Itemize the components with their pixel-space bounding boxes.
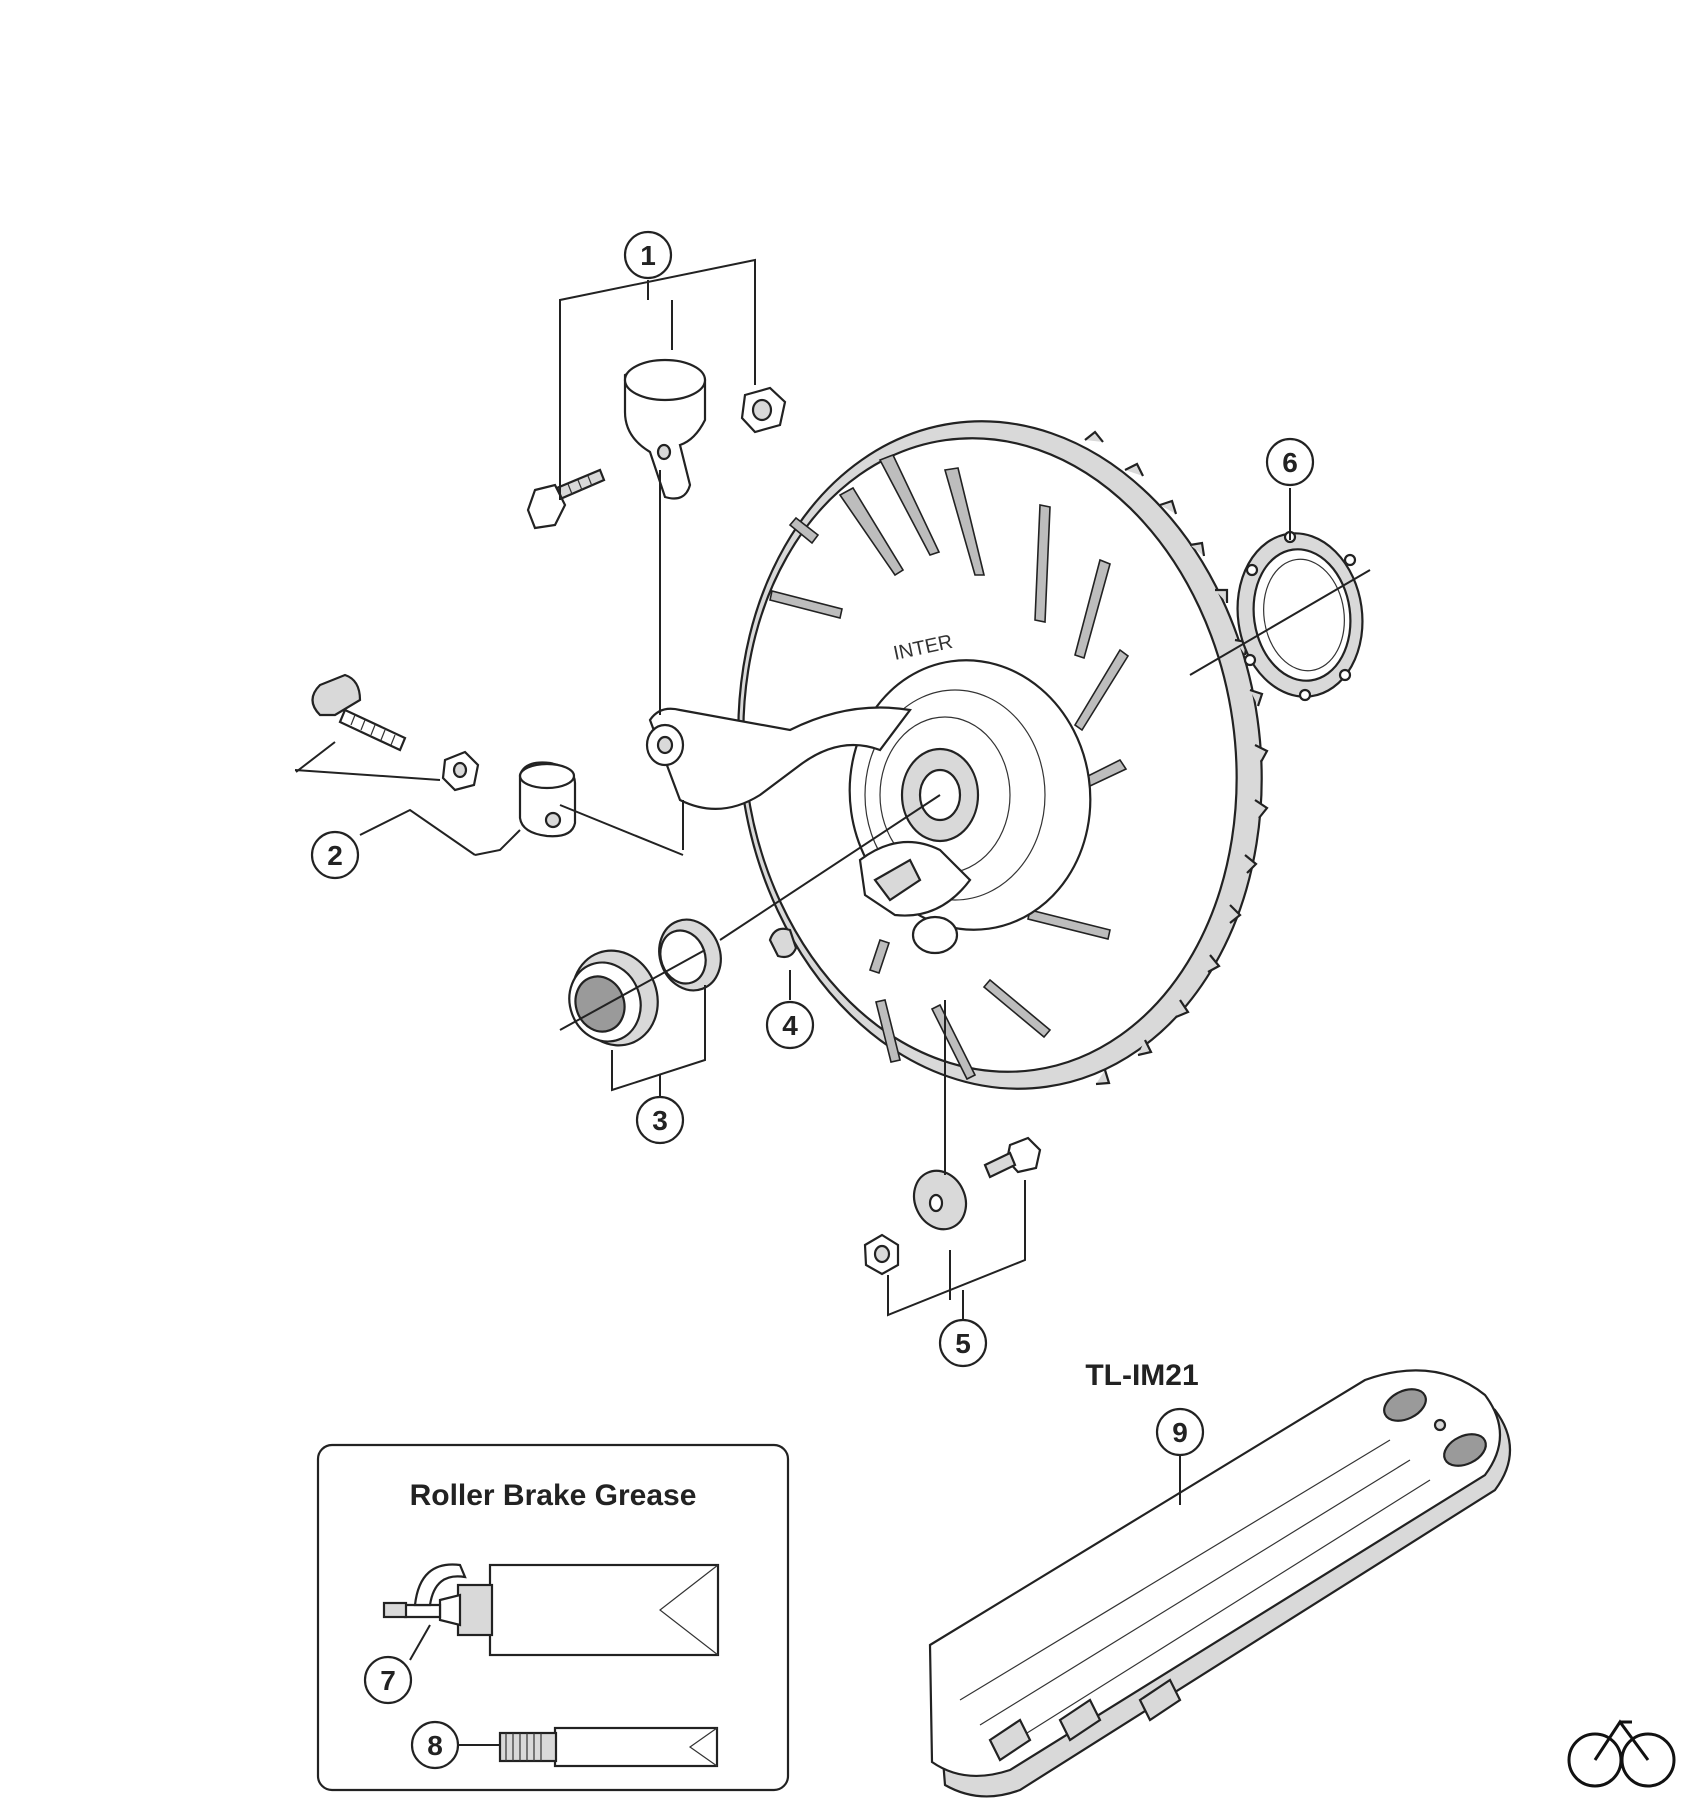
grease-box-title: Roller Brake Grease bbox=[410, 1479, 697, 1512]
svg-text:9: 9 bbox=[1172, 1417, 1188, 1448]
leader-lines bbox=[294, 258, 1371, 1320]
tool-label: TL-IM21 bbox=[1085, 1359, 1198, 1392]
callout-6: 6 bbox=[1265, 437, 1315, 487]
callout-2: 2 bbox=[310, 830, 360, 880]
callout-3: 3 bbox=[635, 1095, 685, 1145]
callout-9: 9 bbox=[1155, 1407, 1205, 1457]
callout-5: 5 bbox=[938, 1318, 988, 1368]
callout-8: 8 bbox=[410, 1720, 460, 1770]
svg-text:3: 3 bbox=[652, 1105, 668, 1136]
part-6-seal-ring bbox=[1236, 530, 1364, 702]
part-5-fixing-bolt-assembly bbox=[863, 1136, 1042, 1276]
part-1-clamp-band-assembly bbox=[526, 358, 787, 530]
svg-text:6: 6 bbox=[1282, 447, 1298, 478]
svg-text:1: 1 bbox=[640, 240, 656, 271]
part-9-tool-tl-im21: TL-IM21 9 bbox=[928, 1359, 1512, 1798]
svg-text:7: 7 bbox=[380, 1665, 396, 1696]
svg-text:2: 2 bbox=[327, 840, 343, 871]
part-8-grease-tube-small bbox=[498, 1726, 719, 1768]
svg-text:8: 8 bbox=[427, 1730, 443, 1761]
disc-teeth bbox=[1084, 430, 1269, 1086]
grease-box: Roller Brake Grease 7 8 bbox=[316, 1443, 790, 1792]
callout-1: 1 bbox=[623, 230, 673, 280]
brake-cooling-disc: INTER bbox=[645, 420, 1269, 1090]
part-4-grease-plug bbox=[768, 927, 798, 959]
part-2-cable-adjuster-assembly bbox=[311, 673, 577, 838]
svg-text:5: 5 bbox=[955, 1328, 971, 1359]
svg-text:4: 4 bbox=[782, 1010, 798, 1041]
callout-4: 4 bbox=[765, 1000, 815, 1050]
bicycle-icon bbox=[1567, 1719, 1676, 1788]
part-7-grease-tube bbox=[382, 1563, 720, 1657]
part-3-seal-rings bbox=[568, 918, 722, 1047]
callout-7: 7 bbox=[363, 1655, 413, 1705]
